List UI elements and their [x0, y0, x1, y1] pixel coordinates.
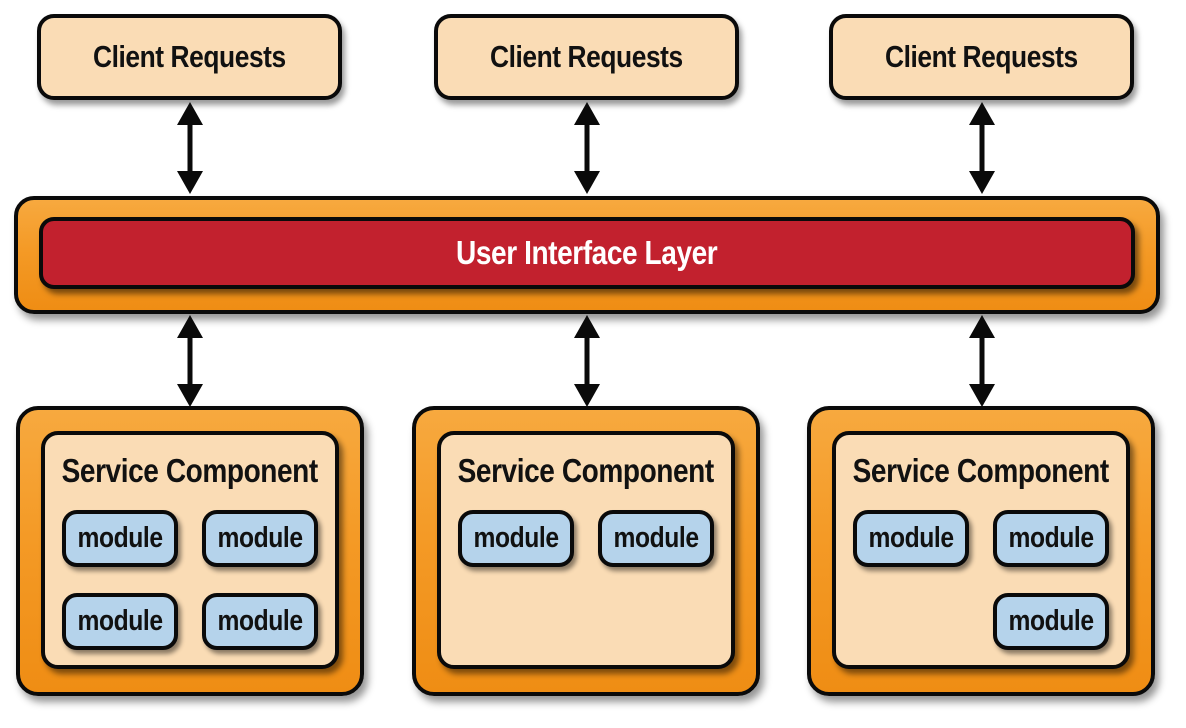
module-grid: module module module module	[62, 510, 318, 650]
service-component-box-2: Service Component module module	[412, 406, 760, 696]
module-chip: module	[62, 593, 178, 650]
arrow-up-head	[574, 315, 600, 338]
service-component-title: Service Component	[61, 452, 319, 489]
service-component-box-1: Service Component module module module m…	[16, 406, 364, 696]
arrow-down-head	[574, 171, 600, 194]
module-label: module	[217, 522, 303, 554]
module-chip: module	[202, 510, 318, 567]
service-component-panel: Service Component module module	[437, 431, 735, 669]
bidirectional-arrow-icon	[574, 102, 600, 194]
module-chip: module	[993, 593, 1109, 650]
bidirectional-arrow-icon	[177, 315, 203, 407]
bidirectional-arrow-icon	[574, 315, 600, 407]
arrow-up-head	[969, 315, 995, 338]
service-component-box-3: Service Component module module module	[807, 406, 1155, 696]
module-grid: module module	[458, 510, 714, 567]
module-chip: module	[993, 510, 1109, 567]
client-requests-label: Client Requests	[93, 39, 286, 74]
module-label: module	[613, 522, 699, 554]
arrow-up-head	[574, 102, 600, 125]
arrow-down-head	[969, 384, 995, 407]
ui-layer-label: User Interface Layer	[456, 234, 718, 271]
module-chip: module	[202, 593, 318, 650]
bidirectional-arrow-icon	[969, 102, 995, 194]
module-label: module	[217, 605, 303, 637]
arrow-up-head	[177, 315, 203, 338]
module-chip: module	[598, 510, 714, 567]
client-requests-box-1: Client Requests	[37, 14, 342, 100]
arrow-shaft	[979, 330, 985, 392]
arrow-shaft	[584, 330, 590, 392]
module-label: module	[1008, 522, 1094, 554]
bidirectional-arrow-icon	[969, 315, 995, 407]
service-component-panel: Service Component module module module m…	[41, 431, 339, 669]
arrow-down-head	[574, 384, 600, 407]
module-chip: module	[62, 510, 178, 567]
module-label: module	[473, 522, 559, 554]
arrow-shaft	[584, 117, 590, 179]
service-component-title: Service Component	[457, 452, 715, 489]
service-component-title: Service Component	[852, 452, 1110, 489]
client-requests-label: Client Requests	[490, 39, 683, 74]
client-requests-box-2: Client Requests	[434, 14, 739, 100]
client-requests-box-3: Client Requests	[829, 14, 1134, 100]
arrow-down-head	[177, 384, 203, 407]
arrow-shaft	[187, 330, 193, 392]
arrow-shaft	[979, 117, 985, 179]
module-label: module	[77, 605, 163, 637]
arrow-shaft	[187, 117, 193, 179]
bidirectional-arrow-icon	[177, 102, 203, 194]
ui-layer-bar: User Interface Layer	[39, 217, 1135, 289]
arrow-up-head	[177, 102, 203, 125]
arrow-up-head	[969, 102, 995, 125]
arrow-down-head	[177, 171, 203, 194]
module-label: module	[868, 522, 954, 554]
module-chip: module	[853, 510, 969, 567]
module-label: module	[77, 522, 163, 554]
arrow-down-head	[969, 171, 995, 194]
client-requests-label: Client Requests	[885, 39, 1078, 74]
module-grid: module module module	[853, 510, 1109, 650]
service-component-panel: Service Component module module module	[832, 431, 1130, 669]
ui-layer-container: User Interface Layer	[14, 196, 1160, 314]
module-chip: module	[458, 510, 574, 567]
module-label: module	[1008, 605, 1094, 637]
